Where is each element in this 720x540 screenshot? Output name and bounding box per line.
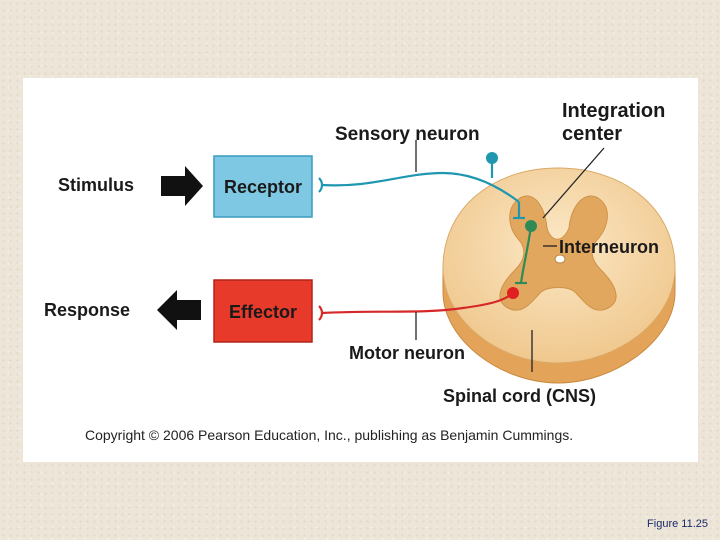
effector-label: Effector (229, 302, 297, 322)
stimulus-label: Stimulus (58, 175, 134, 195)
motor-neuron (318, 292, 514, 321)
receptor-box: Receptor (213, 155, 313, 218)
sensory-cell-body (486, 152, 498, 164)
integration-center-label-line1: Integration (562, 100, 665, 122)
leader-lines (415, 140, 605, 372)
spinal-cord (442, 167, 676, 384)
stimulus-arrow (161, 166, 203, 206)
sensory-neuron-label: Sensory neuron (335, 124, 480, 145)
spinal-cord-label: Spinal cord (CNS) (443, 386, 596, 406)
reflex-arc-diagram: Receptor Effector Stimulus Response (44, 100, 676, 443)
effector-box: Effector (213, 279, 313, 343)
response-label: Response (44, 300, 130, 320)
response-arrow (157, 290, 201, 330)
central-canal (554, 254, 566, 264)
interneuron-cell-body (525, 220, 537, 232)
integration-center-label-line2: center (562, 123, 622, 145)
diagram-panel: Receptor Effector Stimulus Response (23, 78, 698, 462)
copyright-text: Copyright © 2006 Pearson Education, Inc.… (85, 427, 573, 443)
interneuron-label: Interneuron (559, 237, 659, 257)
figure-caption: Figure 11.25 (647, 518, 708, 530)
receptor-label: Receptor (224, 177, 302, 197)
motor-neuron-label: Motor neuron (349, 343, 465, 363)
sensory-neuron (318, 158, 525, 220)
motor-cell-body (507, 287, 519, 299)
